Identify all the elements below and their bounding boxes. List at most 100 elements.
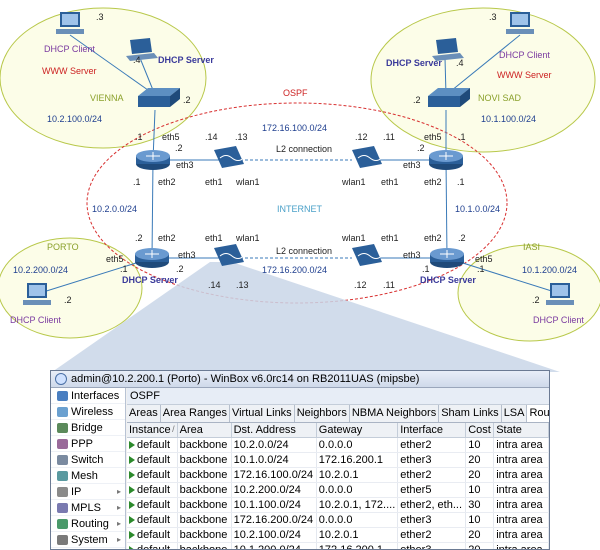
column-header-area[interactable]: Area bbox=[177, 423, 232, 438]
router-icon bbox=[136, 150, 170, 170]
cell-text: 10.2.200.0/24 bbox=[233, 484, 301, 496]
sidebar-item-mpls[interactable]: MPLS▸ bbox=[51, 500, 125, 516]
cell-text: 172.16.100.0/24 bbox=[233, 469, 314, 481]
table-cell: 20 bbox=[465, 467, 495, 483]
tab-virtual-links[interactable]: Virtual Links bbox=[230, 405, 295, 422]
iface-label: eth5 bbox=[475, 254, 493, 264]
tab-nbma-neighbors[interactable]: NBMA Neighbors bbox=[350, 405, 440, 422]
sidebar-item-interfaces[interactable]: Interfaces bbox=[51, 388, 125, 404]
table-cell: default bbox=[127, 452, 178, 468]
table-cell: 172.16.100.0/24 bbox=[231, 467, 317, 483]
router-icon bbox=[429, 150, 463, 170]
host-octet: .1 bbox=[458, 132, 466, 142]
sidebar-item-label: Switch bbox=[71, 453, 104, 466]
table-cell: backbone bbox=[177, 512, 232, 528]
tab-lsa[interactable]: LSA bbox=[502, 405, 528, 422]
tab-neighbors[interactable]: Neighbors bbox=[295, 405, 350, 422]
dhcp-server-label: DHCP Server bbox=[122, 275, 178, 285]
cell-text: 0.0.0.0 bbox=[318, 439, 353, 451]
table-cell: 0.0.0.0 bbox=[316, 437, 399, 453]
tab-sham-links[interactable]: Sham Links bbox=[439, 405, 502, 422]
iface-label: wlan1 bbox=[235, 233, 260, 243]
column-header-instance[interactable]: Instance/ bbox=[127, 423, 178, 438]
table-cell: backbone bbox=[177, 497, 232, 513]
winbox-icon bbox=[55, 373, 67, 385]
table-cell: 172.16.200.1 bbox=[316, 542, 399, 549]
router-icon bbox=[430, 248, 464, 268]
column-header-gateway[interactable]: Gateway bbox=[316, 423, 399, 438]
cell-text: 10.2.0.1 bbox=[318, 469, 359, 481]
submenu-arrow-icon: ▸ bbox=[116, 487, 121, 496]
tab-routes[interactable]: Routes bbox=[527, 405, 549, 422]
iface-label: eth5 bbox=[162, 132, 180, 142]
column-header-dst-address[interactable]: Dst. Address bbox=[231, 423, 317, 438]
l2-connection-label: L2 connection bbox=[276, 144, 332, 154]
table-cell: default bbox=[127, 437, 178, 453]
iface-label: eth1 bbox=[381, 233, 399, 243]
cell-text: 10.2.0.1 bbox=[318, 529, 359, 541]
host-octet: .3 bbox=[489, 12, 497, 22]
sidebar-item-label: System bbox=[71, 533, 108, 546]
table-cell: 172.16.200.1 bbox=[316, 452, 399, 468]
table-cell: 10.1.0.0/24 bbox=[231, 452, 317, 468]
submenu-arrow-icon: ▸ bbox=[116, 503, 121, 512]
column-header-label: Interface bbox=[400, 424, 444, 436]
tab-area-ranges[interactable]: Area Ranges bbox=[161, 405, 230, 422]
table-cell: default bbox=[127, 497, 178, 513]
sidebar-item-ip[interactable]: IP▸ bbox=[51, 484, 125, 500]
sidebar-item-wireless[interactable]: Wireless bbox=[51, 404, 125, 420]
winbox-window: admin@10.2.200.1 (Porto) - WinBox v6.0rc… bbox=[50, 370, 550, 550]
window-title-bar[interactable]: admin@10.2.200.1 (Porto) - WinBox v6.0rc… bbox=[51, 371, 549, 388]
table-cell: 172.16.200.0/24 bbox=[231, 512, 317, 528]
cell-text: 0.0.0.0 bbox=[318, 514, 353, 526]
wireless-bridge-icon bbox=[352, 146, 383, 168]
submenu-arrow-icon: ▸ bbox=[116, 535, 121, 544]
column-header-interface[interactable]: Interface bbox=[397, 423, 467, 438]
laptop-icon bbox=[126, 38, 158, 61]
wireless-bridge-icon bbox=[352, 244, 383, 266]
sidebar-item-system[interactable]: System ▸ bbox=[51, 532, 125, 548]
table-cell: ether3 bbox=[397, 452, 467, 468]
column-header-state[interactable]: State bbox=[493, 423, 549, 438]
cell-text: 10.1.0.0/24 bbox=[233, 454, 289, 466]
host-octet: .2 bbox=[417, 143, 425, 153]
sidebar-item-routing[interactable]: Routing▸ bbox=[51, 516, 125, 532]
sidebar-item-label: Wireless bbox=[71, 405, 114, 418]
table-cell: intra area bbox=[493, 542, 549, 549]
iface-label: eth1 bbox=[205, 177, 223, 187]
table-cell: 10 bbox=[465, 482, 495, 498]
interfaces-icon bbox=[57, 390, 68, 401]
cell-text: ether5 bbox=[400, 484, 432, 496]
tab-areas[interactable]: Areas bbox=[127, 405, 161, 422]
ppp-icon bbox=[57, 438, 68, 449]
subnet-label: 10.1.0.0/24 bbox=[455, 204, 500, 214]
window-title: admin@10.2.200.1 (Porto) - WinBox v6.0rc… bbox=[71, 373, 420, 385]
host-octet: .2 bbox=[458, 233, 466, 243]
host-octet: .4 bbox=[456, 58, 464, 68]
column-header-cost[interactable]: Cost bbox=[465, 423, 495, 438]
sidebar-item-ppp[interactable]: PPP bbox=[51, 436, 125, 452]
sidebar-item-switch[interactable]: Switch bbox=[51, 452, 125, 468]
sidebar-item-mesh[interactable]: Mesh bbox=[51, 468, 125, 484]
sidebar-item-bridge[interactable]: Bridge bbox=[51, 420, 125, 436]
zoom-wedge bbox=[52, 262, 560, 372]
host-octet: .2 bbox=[532, 295, 540, 305]
cell-text: intra area bbox=[496, 454, 543, 466]
host-octet: .4 bbox=[133, 55, 141, 65]
dhcp-client-label: DHCP Client bbox=[10, 315, 61, 325]
cell-text: default bbox=[137, 484, 171, 496]
panel-title: OSPF bbox=[127, 388, 549, 405]
iface-label: eth1 bbox=[381, 177, 399, 187]
cell-text: 30 bbox=[468, 499, 481, 511]
table-cell: intra area bbox=[493, 467, 549, 483]
